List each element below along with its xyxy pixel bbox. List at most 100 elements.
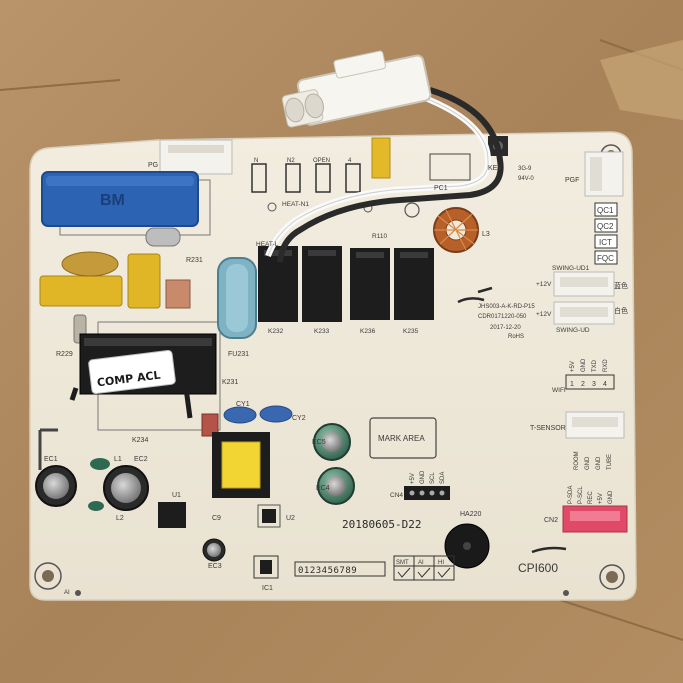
label-ec1: EC1 [44, 456, 58, 463]
film-capacitor-logo: BM [100, 192, 125, 209]
label-plus12v-a: +12V [536, 281, 552, 288]
swing-connectors [553, 271, 615, 325]
label-wifi-num-3: 3 [592, 381, 596, 388]
label-k235: K235 [403, 328, 419, 335]
x-capacitor-small [127, 253, 161, 309]
mark-area-box [369, 417, 437, 459]
label-wifi-pin-3: TXD [592, 359, 598, 372]
qc-check-stamp [393, 555, 455, 581]
black-wire [277, 87, 504, 263]
capacitor-ec1-top [43, 473, 69, 499]
label-tsensor-pin-3: GND [596, 456, 602, 470]
label-c9: C9 [212, 515, 221, 522]
label-ec2: EC2 [134, 456, 148, 463]
wifi-header [565, 374, 615, 390]
wire-header-2 [285, 163, 301, 193]
label-cn4: CN4 [390, 492, 403, 499]
label-cert-text: 3G-9 [518, 166, 532, 172]
pgf-connector-pins [590, 157, 602, 191]
pg-connector [159, 139, 233, 175]
silk-outline-u2 [257, 504, 281, 528]
swing-ud-slot [560, 307, 608, 317]
label-wifi-pin-4: RXD [603, 359, 609, 372]
label-cn2: CN2 [544, 517, 558, 524]
film-capacitor-highlight [46, 176, 194, 186]
label-k236: K236 [360, 328, 376, 335]
relay-highlight [356, 252, 384, 258]
check-stamp-border [393, 555, 455, 581]
label-tsensor-pin-4: TUBE [607, 454, 613, 470]
wire-plug [281, 50, 432, 128]
label-part-no: JHS003-A-K-RD-P15 [478, 304, 535, 310]
digit-row-box [294, 561, 386, 577]
label-l1: L1 [114, 456, 122, 463]
capacitor-ec5-top [322, 432, 342, 452]
label-wire-col-1: N [254, 158, 258, 164]
ic1-outline [253, 555, 279, 579]
label-heat-l: HEAT-L [256, 241, 279, 248]
qc-tag [594, 234, 618, 249]
label-t-sensor: T-SENSOR [530, 425, 566, 432]
label-fqc: FQC [597, 254, 614, 263]
resistor-brown [165, 279, 191, 309]
capacitor-red [201, 413, 219, 437]
label-r229: R229 [56, 351, 73, 358]
cn4-housing [404, 486, 450, 500]
label-check-ai: AI [418, 560, 424, 566]
relay-terminals [69, 387, 193, 419]
electrolytic-capacitors-left [35, 458, 149, 511]
label-color-text-1: 蓝色 [614, 281, 628, 290]
wire-header-3 [315, 163, 331, 193]
label-wire-col-2: N2 [287, 158, 295, 164]
varistor-disc [61, 251, 119, 277]
relay-row [258, 246, 434, 322]
silk-trace-left [38, 428, 58, 470]
buzzer-hole [463, 542, 471, 550]
ic1-body [260, 560, 272, 574]
label-k231: K231 [222, 379, 238, 386]
toroid-windings [434, 209, 478, 251]
pgf-connector [584, 151, 624, 197]
cn4-pin [429, 490, 435, 496]
cn4-pin [419, 490, 425, 496]
label-date: 2017-12-20 [490, 325, 521, 331]
label-cert-code: 94V-0 [518, 176, 534, 182]
label-k233: K233 [314, 328, 330, 335]
relay-k236 [350, 248, 390, 320]
cn2-connector [562, 505, 628, 533]
label-wifi-num-1: 1 [570, 381, 574, 388]
label-r110: R110 [372, 233, 387, 240]
label-stamp-date: 20180605-D22 [342, 518, 421, 531]
plug-hole [285, 97, 305, 123]
capacitor-ec3-top [207, 543, 221, 557]
relay-k235 [394, 248, 434, 320]
qc-tag [594, 202, 618, 217]
qc-tags [594, 202, 618, 265]
pc1-outline [429, 153, 471, 181]
label-wifi: WIFI [552, 387, 566, 394]
label-wire-col-4: 4 [348, 158, 352, 164]
label-ha220: HA220 [460, 511, 482, 518]
label-wifi-num-4: 4 [603, 381, 607, 388]
label-ict: ICT [599, 238, 612, 247]
transformer-tape [221, 441, 261, 489]
white-wire-edge [267, 95, 489, 257]
label-cn2-pin-2: P-SCL [578, 486, 584, 504]
label-cn4-pin-1: +5V [410, 473, 416, 484]
label-rohs: RoHS [508, 334, 524, 340]
plug-hole [304, 93, 324, 119]
wire-header-4 [345, 163, 361, 193]
mounting-hole-center [606, 571, 618, 583]
mounting-hole [34, 562, 62, 590]
label-lot-no: CDR0171220-050 [478, 314, 527, 320]
label-cn4-pin-4: SDA [440, 472, 446, 484]
label-u1: U1 [172, 492, 181, 499]
cn4-header [404, 486, 450, 500]
buzzer-ha220 [444, 523, 490, 569]
ink-marks [457, 286, 567, 554]
label-key: KEY [488, 165, 502, 172]
label-wifi-pin-1: +5V [570, 361, 576, 372]
label-digit-row: 0123456789 [298, 566, 357, 576]
inductor-l2 [88, 501, 104, 511]
